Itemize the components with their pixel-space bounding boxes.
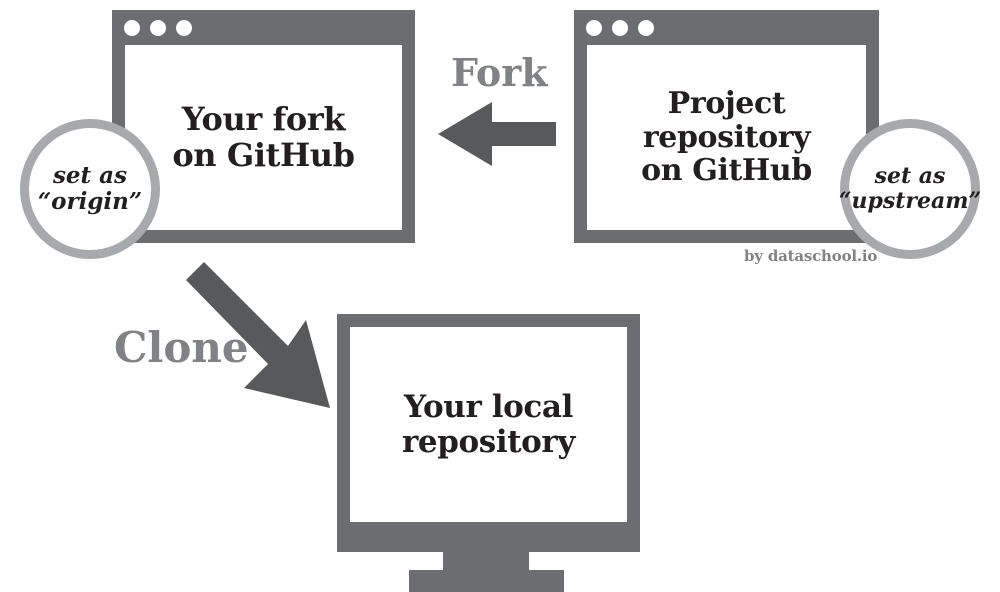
clone-arrow-icon [186,262,330,408]
annotation-circle-origin: set as “origin” [20,119,160,259]
browser-titlebar-your-fork [112,10,415,45]
monitor-screen-local-repository: Your local repository [350,327,627,522]
project-repo-title-line3: on GitHub [641,153,812,189]
upstream-annotation-line2: “upstream” [838,188,982,214]
fork-arrow-icon [438,102,556,166]
clone-arrow-label: Clone [114,323,249,372]
browser-titlebar-project-repository [574,10,879,45]
monitor-neck [443,552,529,570]
close-dot-icon [124,19,140,36]
browser-viewport-project-repository: Project repository on GitHub [587,45,866,230]
project-repo-title-line2: repository [642,119,811,155]
your-fork-title-line1: Your fork [181,99,346,138]
close-dot-icon [586,19,602,36]
browser-window-your-fork: Your fork on GitHub [112,10,415,243]
annotation-circle-upstream: set as “upstream” [838,119,982,259]
your-fork-title-line2: on GitHub [172,135,355,174]
origin-annotation-line1: set as [52,161,128,189]
local-repo-title-line1: Your local [404,388,573,425]
maximize-dot-icon [638,19,654,36]
fork-arrow-label: Fork [451,50,548,95]
minimize-dot-icon [150,19,166,36]
origin-annotation-line2: “origin” [37,188,143,215]
credit-attribution: by dataschool.io [744,247,878,265]
project-repo-title-line1: Project [667,86,786,122]
monitor-stand-foot [409,570,564,592]
minimize-dot-icon [612,19,628,36]
browser-viewport-your-fork: Your fork on GitHub [125,45,402,230]
upstream-annotation-line1: set as [874,162,946,189]
maximize-dot-icon [176,19,192,36]
browser-window-project-repository: Project repository on GitHub [574,10,879,243]
local-repo-title-line2: repository [402,423,575,460]
